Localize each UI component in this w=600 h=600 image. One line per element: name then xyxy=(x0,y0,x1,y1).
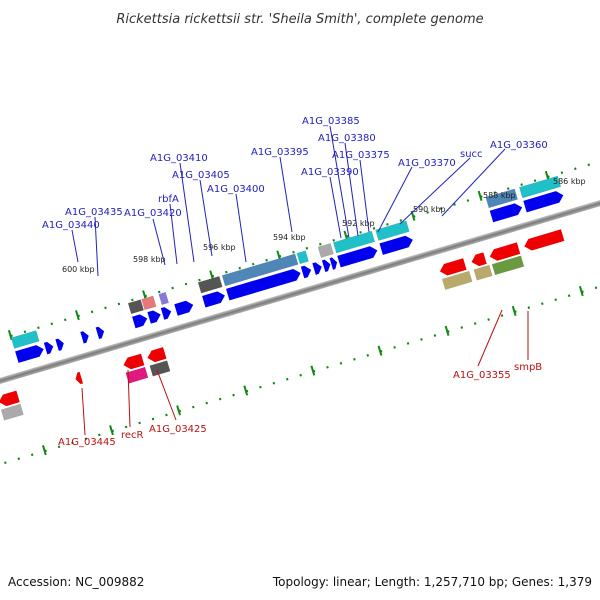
upper-tick xyxy=(477,190,483,201)
feature-block xyxy=(127,299,145,315)
lower-tick xyxy=(176,405,181,416)
feature-block xyxy=(317,243,334,258)
genome-track xyxy=(0,150,600,473)
feature-block xyxy=(158,291,169,306)
reverse-cds-arrow xyxy=(75,371,84,385)
gene-label-a1g-03405: A1G_03405 xyxy=(172,170,230,181)
feature-block xyxy=(491,255,525,276)
gene-label-a1g-03400: A1G_03400 xyxy=(207,184,265,195)
feature-block xyxy=(221,253,299,287)
tick-label-590: 590 kbp xyxy=(413,205,446,214)
gene-label-a1g-03425: A1G_03425 xyxy=(149,424,207,435)
feature-block xyxy=(296,250,309,265)
topology-summary: Topology: linear; Length: 1,257,710 bp; … xyxy=(272,575,592,589)
forward-cds-arrow xyxy=(489,203,523,223)
lower-tick xyxy=(377,345,383,356)
feature-block xyxy=(10,330,40,349)
feature-block xyxy=(197,275,223,294)
lower-tick xyxy=(42,445,47,456)
tick-label-598: 598 kbp xyxy=(133,255,166,264)
gene-label-a1g-03360: A1G_03360 xyxy=(490,140,548,151)
forward-cds-arrow xyxy=(15,345,44,363)
forward-cds-arrow xyxy=(329,257,338,270)
forward-cds-arrow xyxy=(95,326,105,340)
forward-cds-arrow xyxy=(523,191,564,213)
forward-cds-arrow xyxy=(300,265,312,279)
reverse-cds-arrow xyxy=(524,229,565,251)
feature-block xyxy=(125,366,149,384)
lower-gene-labels: A1G_03445 recR A1G_03425 A1G_03355 smpB xyxy=(58,309,542,448)
feature-block xyxy=(0,403,24,421)
reverse-cds-arrow xyxy=(0,390,20,407)
scale-labels: 600 kbp 598 kbp 596 kbp 594 kbp 592 kbp … xyxy=(62,177,586,274)
forward-cds-arrow xyxy=(226,268,301,301)
forward-cds-arrow xyxy=(43,341,54,355)
lower-tick xyxy=(310,365,316,376)
tick-label-594: 594 kbp xyxy=(273,233,306,242)
tick-label-586: 586 kbp xyxy=(553,177,586,186)
genome-backbone xyxy=(0,186,600,398)
gene-label-succ: succ xyxy=(460,149,483,160)
forward-cds-arrow xyxy=(312,262,322,275)
feature-block xyxy=(441,270,473,290)
forward-cds-arrow xyxy=(147,310,161,324)
accession-text: Accession: NC_009882 xyxy=(8,575,144,589)
gene-label-rbfa: rbfA xyxy=(158,194,179,205)
gene-label-a1g-03395: A1G_03395 xyxy=(251,147,309,158)
feature-block xyxy=(473,264,493,281)
gene-label-a1g-03420: A1G_03420 xyxy=(124,208,182,219)
forward-cds-arrow xyxy=(160,307,172,320)
lower-tick xyxy=(578,285,584,297)
gene-label-a1g-03355: A1G_03355 xyxy=(453,370,511,381)
upper-tick xyxy=(75,310,80,321)
tick-label-592: 592 kbp xyxy=(342,219,375,228)
forward-cds-arrow xyxy=(174,300,194,316)
lower-tick xyxy=(243,385,249,396)
gene-label-a1g-03435: A1G_03435 xyxy=(65,207,123,218)
gene-label-a1g-03380: A1G_03380 xyxy=(318,133,376,144)
forward-cds-arrow xyxy=(132,314,148,329)
forward-cds-arrow xyxy=(337,246,378,268)
feature-block xyxy=(141,295,157,311)
gene-label-a1g-03410: A1G_03410 xyxy=(150,153,208,164)
gene-label-a1g-03445: A1G_03445 xyxy=(58,437,116,448)
feature-block xyxy=(485,188,518,209)
feature-block xyxy=(375,220,410,241)
tick-label-588: 588 kbp xyxy=(483,191,516,200)
scale-ticks xyxy=(7,170,584,456)
gene-label-smpb: smpB xyxy=(514,362,542,373)
features-group xyxy=(0,175,565,421)
reverse-cds-arrow xyxy=(471,252,487,267)
feature-block xyxy=(149,360,171,377)
lower-tick xyxy=(109,425,114,436)
lower-tick xyxy=(444,325,450,336)
lower-tick xyxy=(511,305,517,317)
gene-label-a1g-03390: A1G_03390 xyxy=(301,167,359,178)
gene-label-a1g-03385: A1G_03385 xyxy=(302,116,360,127)
gene-label-a1g-03440: A1G_03440 xyxy=(42,220,100,231)
upper-gene-labels: A1G_03440 A1G_03435 A1G_03420 rbfA A1G_0… xyxy=(42,116,548,277)
forward-cds-arrow xyxy=(202,291,225,308)
forward-cds-arrow xyxy=(55,338,64,351)
forward-cds-arrow xyxy=(80,331,89,344)
gene-label-recr: recR xyxy=(121,430,144,441)
feature-block xyxy=(519,175,562,199)
gene-label-a1g-03370: A1G_03370 xyxy=(398,158,456,169)
reverse-cds-arrow xyxy=(147,347,167,363)
tick-label-596: 596 kbp xyxy=(203,243,236,252)
feature-block xyxy=(333,230,376,254)
reverse-cds-arrow xyxy=(123,353,145,370)
forward-cds-arrow xyxy=(321,259,331,272)
tick-label-600: 600 kbp xyxy=(62,265,95,274)
gene-label-a1g-03375: A1G_03375 xyxy=(332,150,390,161)
reverse-cds-arrow xyxy=(439,258,467,276)
forward-cds-arrow xyxy=(379,235,413,255)
map-title: Rickettsia rickettsii str. 'Sheila Smith… xyxy=(116,12,483,27)
reverse-cds-arrow xyxy=(489,242,521,261)
